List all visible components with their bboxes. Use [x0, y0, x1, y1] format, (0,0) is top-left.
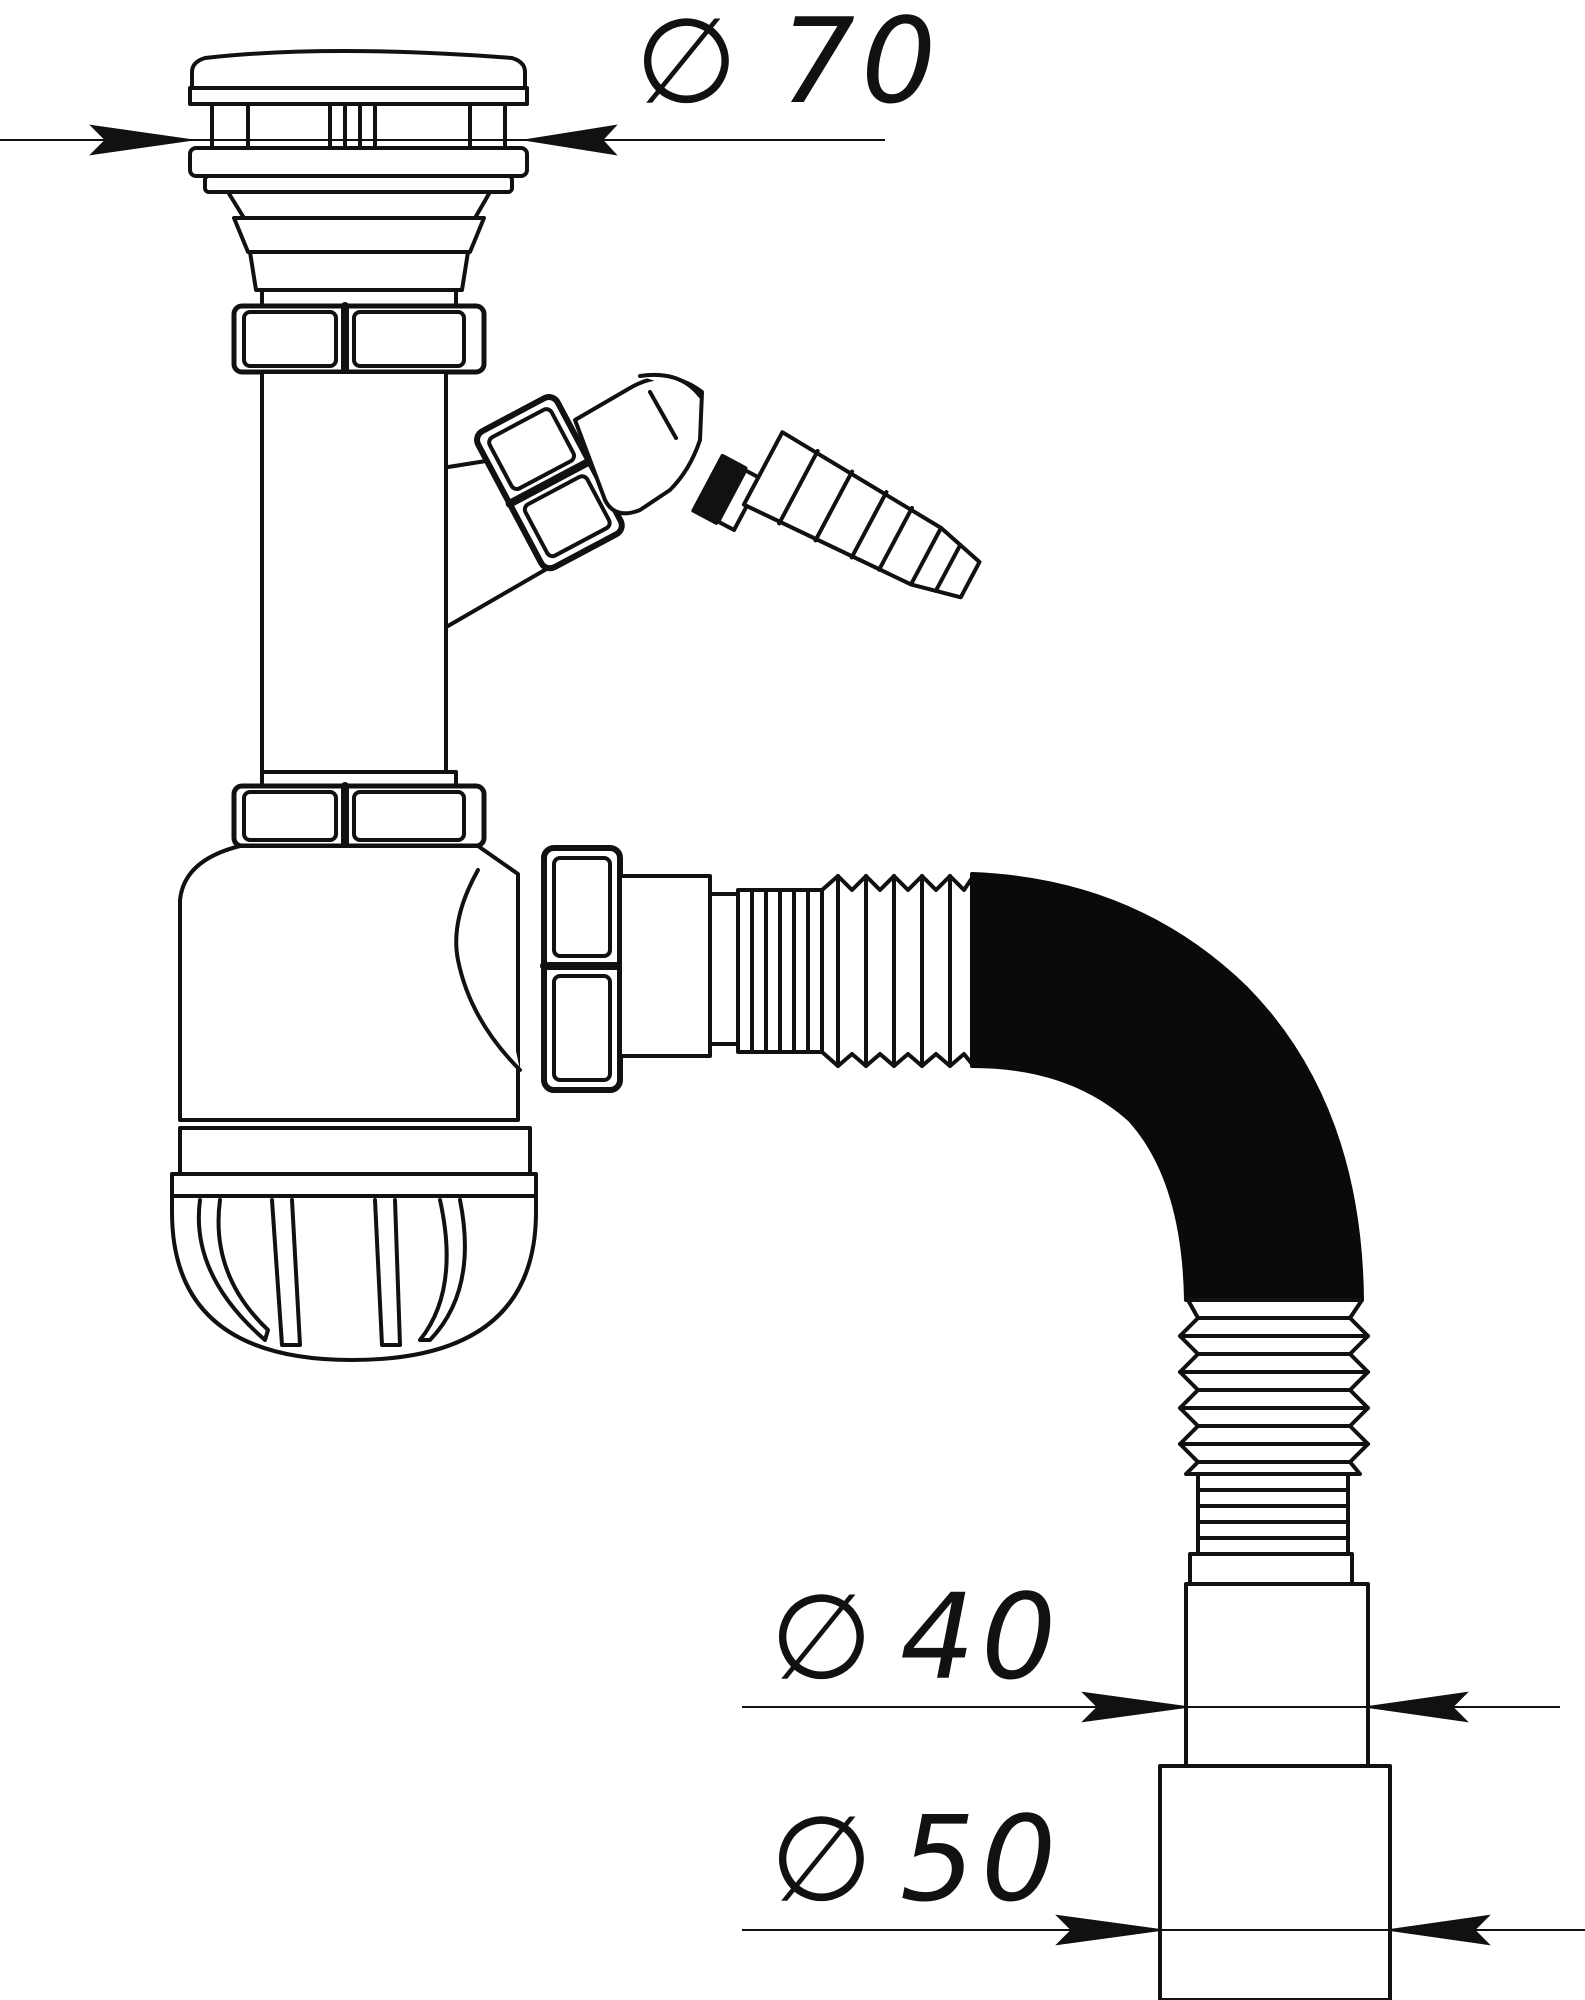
d40-value: 40 — [900, 1568, 1062, 1706]
d70-value: 70 — [780, 0, 942, 130]
d70-symbol: ∅ — [635, 0, 744, 130]
dimension-label-d50: ∅ 50 — [770, 1790, 1062, 1928]
hose-bend — [970, 872, 1364, 1302]
arrow-d70-right — [526, 124, 618, 156]
dimension-label-d40: ∅ 40 — [770, 1568, 1062, 1706]
strainer-cap — [190, 49, 527, 90]
drain-strainer — [188, 49, 529, 292]
bottom-outlet — [1158, 1552, 1392, 2000]
outlet-fittings — [540, 845, 740, 1093]
hose-nipple — [741, 430, 982, 600]
bottle-trap — [170, 844, 538, 1362]
branch-nut — [474, 394, 625, 572]
trap-band — [178, 1126, 532, 1176]
outlet-pipe-40 — [1184, 1582, 1370, 1768]
strainer-lower-flange — [188, 146, 529, 178]
upper-nut — [231, 288, 487, 376]
strainer-body — [226, 190, 492, 220]
corrugated-hose — [736, 872, 1370, 1556]
lower-nut — [231, 770, 487, 850]
dimension-lines — [0, 124, 1585, 1946]
d40-symbol: ∅ — [770, 1568, 879, 1706]
outlet-pipe — [618, 874, 712, 1058]
arrow-d50-right — [1389, 1914, 1491, 1946]
dimension-label-d70: ∅ 70 — [635, 0, 942, 130]
arrow-d40-right — [1367, 1691, 1469, 1723]
outlet-pipe-50 — [1158, 1764, 1392, 2000]
d50-value: 50 — [900, 1790, 1062, 1928]
trap-body — [178, 844, 520, 1122]
arrow-d70-left — [89, 124, 191, 156]
arrow-d50-left — [1055, 1914, 1161, 1946]
vertical-tube — [260, 370, 448, 774]
side-branch — [411, 372, 982, 629]
d50-symbol: ∅ — [770, 1790, 879, 1928]
arrow-d40-left — [1081, 1691, 1187, 1723]
strainer-top-flange — [188, 86, 529, 106]
